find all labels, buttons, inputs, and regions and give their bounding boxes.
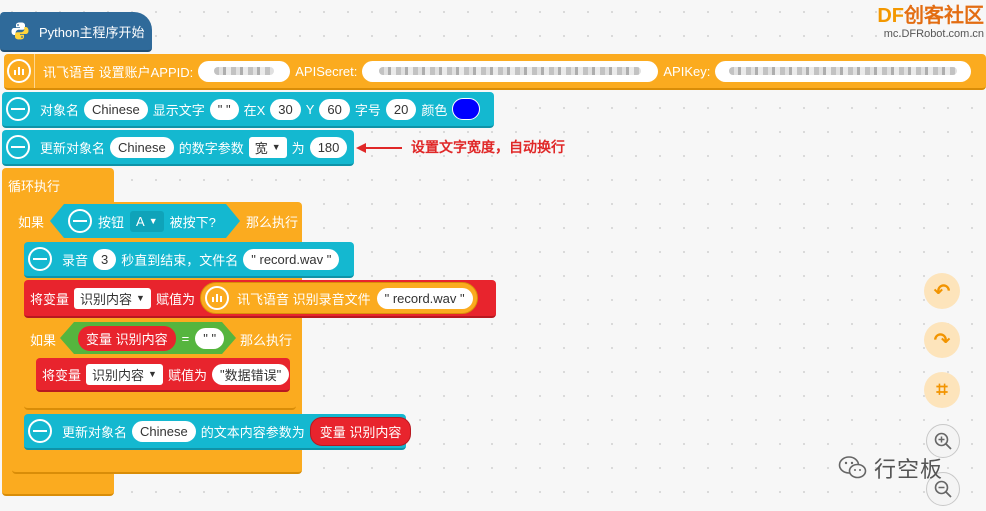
filename-input[interactable]: " record.wav " [243,248,340,270]
voice-bars-icon [204,286,229,310]
assign-error-block[interactable]: 将变量 识别内容▼ 赋值为 "数据错误" [36,358,290,392]
annotation-note: 设置文字宽度，自动换行 [411,139,565,155]
x-label: 在X [243,102,266,118]
variable-dropdown[interactable]: 识别内容▼ [74,287,151,309]
as-label: 为 [291,140,305,156]
text-param-label: 的文本内容参数为 [200,424,305,440]
equals-condition[interactable]: 变量 识别内容 = " " [60,322,236,354]
update-obj-label: 更新对象名 [40,140,106,156]
if2-label: 如果 [30,333,57,348]
y-label: Y [305,101,315,117]
recognize-label: 讯飞语音 识别录音文件 [236,291,371,307]
number-param-label: 的数字参数 [178,140,244,156]
if-label: 如果 [18,215,45,230]
obj-name-input[interactable]: Chinese [132,420,196,442]
wechat-watermark: 行空板 [838,452,943,484]
loop-label: 循环执行 [8,179,61,194]
equals-label: = [181,330,190,346]
apisecret-label: APISecret: [295,63,358,79]
until-label: 秒直到结束，文件名 [121,252,239,268]
obj-name-input[interactable]: Chinese [110,136,174,158]
text-object-icon [6,135,30,159]
set-var-label: 将变量 [30,291,70,307]
redo-icon: ↷ [933,329,951,352]
text-object-icon [6,97,30,121]
pressed-label: 被按下? [169,214,216,230]
color-swatch[interactable] [452,98,481,120]
appid-input[interactable] [198,60,291,82]
record-audio-block[interactable]: 录音 3 秒直到结束，文件名 " record.wav " [24,242,354,278]
obj-name-input[interactable]: Chinese [84,98,148,120]
x-input[interactable]: 30 [270,98,301,120]
watermark-url: mc.DFRobot.com.cn [883,28,984,40]
watermark-brand-df: DF [877,5,904,27]
caret-down-icon: ▼ [271,142,281,152]
python-icon [6,21,34,41]
y-input[interactable]: 60 [319,98,350,120]
button-label: 按钮 [98,214,125,230]
record-label: 录音 [62,252,89,268]
button-icon [68,209,92,233]
variable-dropdown[interactable]: 识别内容▼ [86,363,163,385]
undo-icon: ↶ [933,280,951,303]
size-label: 字号 [354,102,381,118]
assign-label: 赋值为 [167,367,207,383]
voice-bars-icon [7,59,31,83]
variable-reporter[interactable]: 变量 识别内容 [309,416,412,446]
record-icon [28,247,52,271]
display-text-block[interactable]: 对象名 Chinese 显示文字 " " 在X 30 Y 60 字号 20 颜色 [2,92,494,128]
wechat-name: 行空板 [874,457,944,482]
update-text-param-block[interactable]: 更新对象名 Chinese 的文本内容参数为 变量 识别内容 [24,414,412,450]
param-dropdown[interactable]: 宽▼ [248,136,287,158]
apisecret-input[interactable] [362,60,659,82]
recognize-reporter[interactable]: 讯飞语音 识别录音文件 " record.wav " [199,282,478,314]
button-pressed-condition[interactable]: 按钮 A▼ 被按下? [50,204,240,238]
text-object-icon [28,419,52,443]
undo-button[interactable]: ↶ [924,273,960,309]
caret-down-icon: ▼ [136,293,145,303]
text-input[interactable]: " " [209,98,239,120]
setup-label: 讯飞语音 设置账户APPID: [43,64,194,80]
annotation-arrow-icon [356,143,402,153]
button-dropdown[interactable]: A▼ [130,211,164,232]
param-value-input[interactable]: 180 [309,136,348,158]
hat-label: Python主程序开始 [39,24,145,40]
recognize-file-input[interactable]: " record.wav " [376,287,473,309]
xunfei-setup-block[interactable]: 讯飞语音 设置账户APPID: APISecret: APIKey: [4,54,986,90]
variable-reporter[interactable]: 变量 识别内容 [78,326,176,351]
crop-icon: ⌗ [936,378,948,401]
apikey-input[interactable] [715,60,972,82]
color-label: 颜色 [421,102,448,118]
show-text-label: 显示文字 [152,102,205,118]
python-main-start-block[interactable]: Python主程序开始 [0,12,152,52]
update-obj-label: 更新对象名 [62,424,128,440]
size-input[interactable]: 20 [385,98,417,120]
empty-string-input[interactable]: " " [195,328,224,349]
watermark-brand-cn: 创客社区 [904,5,984,27]
assign-label: 赋值为 [155,291,195,307]
assign-variable-block[interactable]: 将变量 识别内容▼ 赋值为 讯飞语音 识别录音文件 " record.wav " [24,280,496,318]
set-var-label: 将变量 [42,367,82,383]
wechat-icon [838,456,867,479]
then2-label: 那么执行 [240,333,293,348]
seconds-input[interactable]: 3 [93,248,117,270]
obj-name-label: 对象名 [40,102,80,118]
apikey-label: APIKey: [663,63,711,79]
redo-button[interactable]: ↷ [924,322,960,358]
zoom-in-button[interactable] [926,424,960,458]
caret-down-icon: ▼ [148,369,157,379]
zoom-out-icon [934,480,952,498]
zoom-in-icon [934,432,952,450]
error-string-input[interactable]: "数据错误" [211,363,290,385]
crop-button[interactable]: ⌗ [924,372,960,408]
update-number-param-block[interactable]: 更新对象名 Chinese 的数字参数 宽▼ 为 180 [2,130,354,166]
then-label: 那么执行 [246,215,299,230]
zoom-out-button[interactable] [926,472,960,506]
caret-down-icon: ▼ [148,216,158,226]
watermark: DF创客社区 mc.DFRobot.com.cn [866,4,984,40]
